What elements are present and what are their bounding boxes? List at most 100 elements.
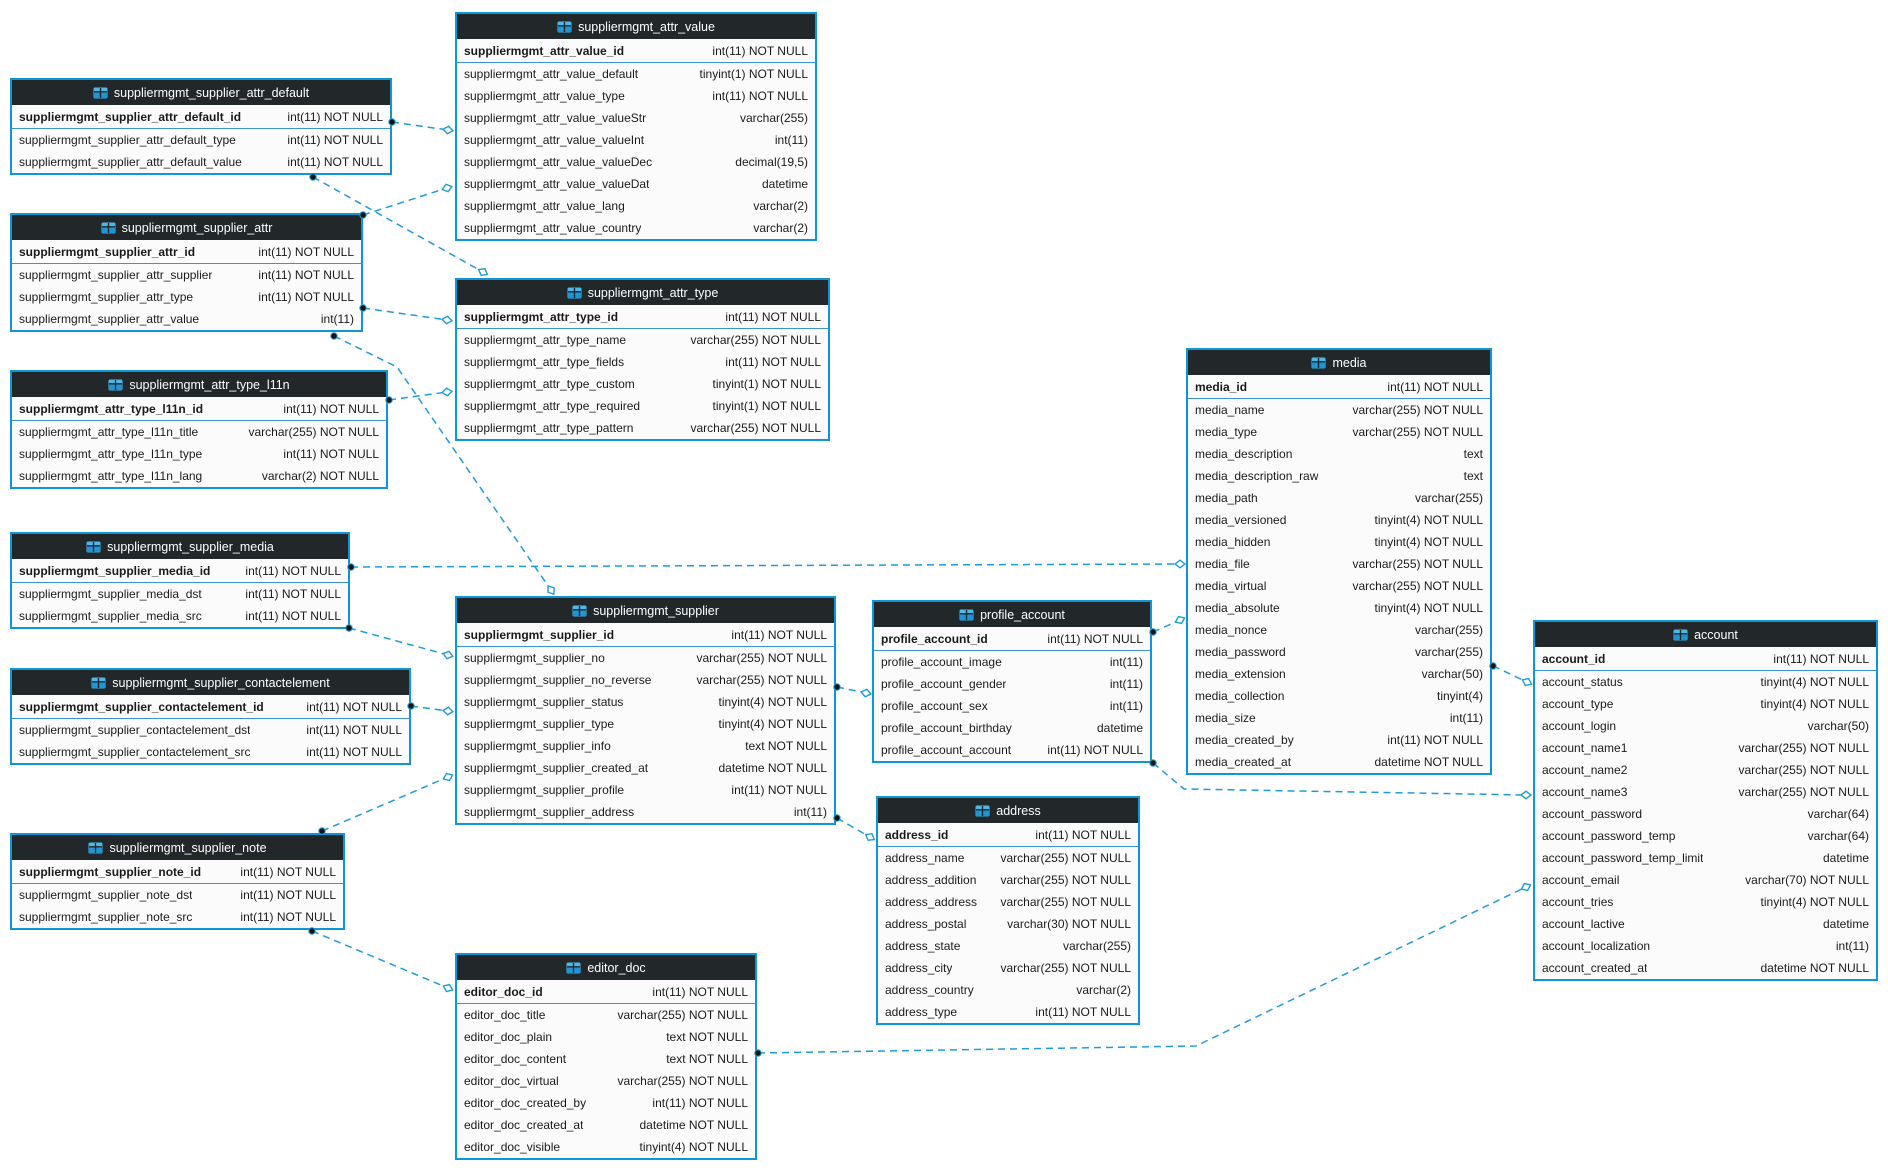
table-header[interactable]: suppliermgmt_supplier_contactelement	[12, 670, 409, 695]
table-suppliermgmt_attr_value[interactable]: suppliermgmt_attr_value suppliermgmt_attr…	[455, 12, 817, 241]
table-header[interactable]: account	[1535, 622, 1876, 647]
table-row[interactable]: suppliermgmt_supplier_contactelement_dst…	[12, 719, 409, 741]
table-header[interactable]: address	[878, 798, 1138, 823]
table-suppliermgmt_attr_type_l11n[interactable]: suppliermgmt_attr_type_l11n suppliermgmt_…	[10, 370, 388, 489]
table-row[interactable]: suppliermgmt_supplier_attr_default_value…	[12, 151, 390, 173]
table-header[interactable]: suppliermgmt_supplier_attr_default	[12, 80, 390, 105]
table-header[interactable]: suppliermgmt_attr_value	[457, 14, 815, 39]
table-header[interactable]: suppliermgmt_attr_type_l11n	[12, 372, 386, 397]
table-suppliermgmt_attr_type[interactable]: suppliermgmt_attr_type suppliermgmt_attr_…	[455, 278, 830, 441]
table-header[interactable]: suppliermgmt_supplier_attr	[12, 215, 361, 240]
table-header[interactable]: profile_account	[874, 602, 1150, 627]
table-header[interactable]: suppliermgmt_supplier_note	[12, 835, 343, 860]
table-header[interactable]: suppliermgmt_attr_type	[457, 280, 828, 305]
table-header[interactable]: suppliermgmt_supplier_media	[12, 534, 348, 559]
table-row[interactable]: suppliermgmt_supplier_contactelement_src…	[12, 741, 409, 763]
table-header[interactable]: suppliermgmt_supplier	[457, 598, 834, 623]
table-header[interactable]: media	[1188, 350, 1490, 375]
table-suppliermgmt_supplier_media[interactable]: suppliermgmt_supplier_media suppliermgmt_…	[10, 532, 350, 629]
